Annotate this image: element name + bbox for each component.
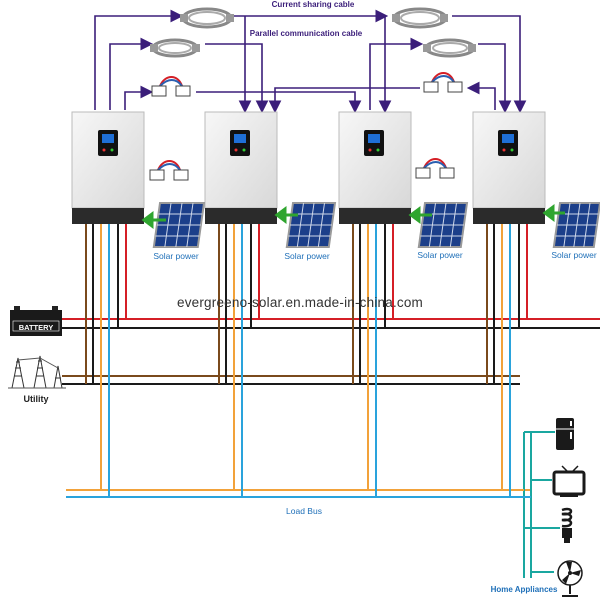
inverter-unit-4 xyxy=(472,111,546,224)
tv-icon xyxy=(552,465,586,497)
cable-coil-icon xyxy=(392,7,448,29)
parallel-communication-cable-label: Parallel communication cable xyxy=(250,29,363,38)
communication-cables xyxy=(94,9,527,114)
solar-panel-icon xyxy=(417,202,469,248)
inverter-unit-1 xyxy=(71,111,145,224)
solar-panel-icon xyxy=(152,202,206,248)
current-sharing-cable-label: Current sharing cable xyxy=(272,0,355,9)
load-bus xyxy=(66,489,530,498)
splitter-connector-icon xyxy=(151,76,191,97)
cable-coil-icon xyxy=(423,38,476,58)
inverter-4-wires xyxy=(486,224,528,497)
inverter-3-wires xyxy=(352,224,394,497)
inverter-1-wires xyxy=(85,224,127,497)
solar-panel-icon xyxy=(552,202,600,248)
inverter-unit-2 xyxy=(204,111,278,224)
load-bus-label: Load Bus xyxy=(286,506,322,516)
solar-power-label-4: Solar power xyxy=(551,250,597,260)
solar-power-label-3: Solar power xyxy=(417,250,463,260)
inverter-unit-3 xyxy=(338,111,412,224)
utility-tower-icon xyxy=(8,355,66,389)
fan-icon xyxy=(557,560,583,597)
utility-label: Utility xyxy=(23,394,48,404)
solar-panel-icon xyxy=(285,202,337,248)
battery-icon xyxy=(10,306,62,336)
splitter-connector-icon xyxy=(423,72,463,93)
splitter-connector-icon xyxy=(415,158,455,179)
battery-label: BATTERY xyxy=(19,323,54,332)
cable-coil-icon xyxy=(150,38,200,58)
home-appliances-label: Home Appliances xyxy=(491,585,558,594)
inverter-2-wires xyxy=(218,224,260,497)
solar-input-arrows xyxy=(141,204,565,229)
cable-coil-icon xyxy=(180,7,234,29)
splitter-connector-icon xyxy=(149,160,189,181)
appliance-wiring xyxy=(516,431,560,578)
refrigerator-icon xyxy=(556,418,574,450)
utility-bus xyxy=(62,375,520,385)
solar-power-label-1: Solar power xyxy=(153,251,199,261)
solar-power-label-2: Solar power xyxy=(284,251,330,261)
watermark-text: evergreeno-solar.en.made-in-china.com xyxy=(177,295,423,310)
bulb-icon xyxy=(561,507,573,543)
